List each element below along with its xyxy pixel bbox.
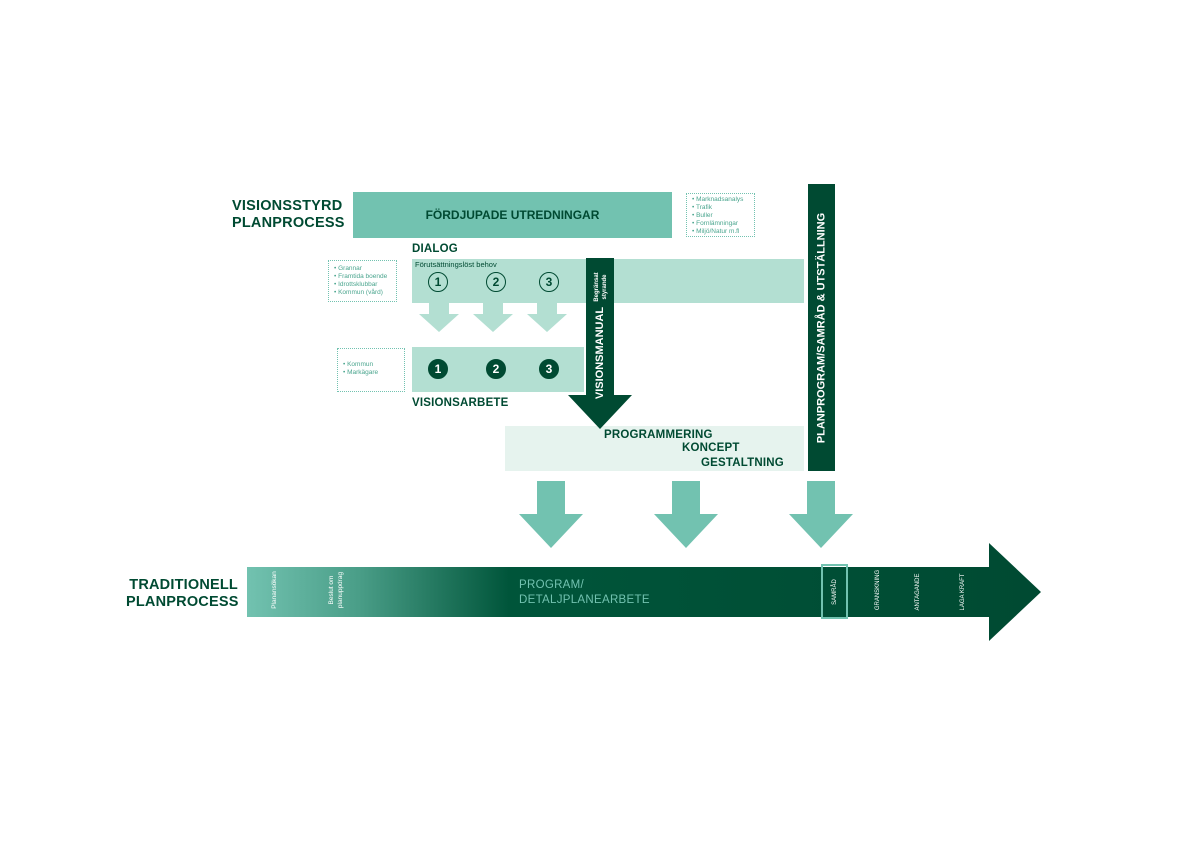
dialog-item: • Idrottsklubbar	[334, 281, 378, 288]
fordjupade-item: • Miljö/Natur m.fl	[692, 228, 740, 235]
granskning-label: GRANSKNING	[875, 569, 881, 611]
antagande-label: ANTAGANDE	[915, 573, 921, 611]
exchange-arrows	[419, 303, 567, 346]
fordjupade-utredningar-box: FÖRDJUPADE UTREDNINGAR	[353, 192, 672, 238]
gestaltning-label: GESTALTNING	[701, 457, 784, 469]
down-arrow	[527, 303, 567, 332]
visionsmanual-arrow	[568, 258, 632, 429]
dialog-sublabel: Förutsättningslöst behov	[415, 260, 497, 269]
visionsmanual-note: Begränsat styrande	[593, 266, 613, 308]
visionsarbete-item: • Markägare	[343, 369, 379, 376]
program-label: PROGRAM/ DETALJPLANEARBETE	[519, 578, 650, 608]
dialog-step-2: 2	[486, 272, 506, 292]
dialog-item: • Framtida boende	[334, 273, 388, 280]
down-arrow	[519, 481, 583, 548]
down-arrow	[789, 481, 853, 548]
fordjupade-item: • Fornlämningar	[692, 220, 739, 227]
traditional-title-line2: PLANPROCESS	[126, 594, 239, 611]
programmering-box	[505, 426, 804, 471]
beslut-line1: Beslut om	[328, 575, 335, 605]
vision-title-line2: PLANPROCESS	[232, 215, 345, 232]
timeline-arrow	[247, 543, 1041, 641]
dialog-item: • Kommun (vård)	[334, 289, 383, 296]
koncept-label: KONCEPT	[682, 442, 740, 454]
traditional-process-title: TRADITIONELL PLANPROCESS	[126, 577, 238, 612]
planansokan-label: Planansökan	[271, 571, 278, 609]
planprogram-label: PLANPROGRAM/SAMRÅD & UTSTÄLLNING	[815, 212, 828, 444]
visionsarbete-list: • Kommun • Markägare	[337, 348, 405, 392]
visionsarbete-label: VISIONSARBETE	[412, 397, 509, 409]
fordjupade-label: FÖRDJUPADE UTREDNINGAR	[425, 208, 600, 222]
beslut-line2: planuppdrag	[337, 571, 344, 609]
visionsarbete-item: • Kommun	[343, 361, 374, 368]
samrad-marker	[821, 564, 848, 619]
dialog-item: • Grannar	[334, 265, 362, 272]
fordjupade-item: • Marknadsanalys	[692, 196, 744, 203]
flow-arrows	[519, 481, 853, 548]
planprogram-bar	[808, 184, 835, 471]
vision-title-line1: VISIONSSTYRD	[232, 198, 343, 214]
up-arrow	[450, 313, 482, 346]
program-line2: DETALJPLANEARBETE	[519, 594, 650, 606]
vision-process-title: VISIONSSTYRD PLANPROCESS	[232, 198, 345, 233]
fordjupade-item: • Buller	[692, 212, 713, 219]
traditional-title-line1: TRADITIONELL	[129, 577, 238, 593]
dialog-step-1: 1	[428, 272, 448, 292]
visionsmanual-note-line2: styrande	[602, 274, 608, 300]
down-arrow	[419, 303, 459, 332]
dialog-list: • Grannar • Framtida boende • Idrottsklu…	[328, 260, 397, 302]
program-line1: PROGRAM/	[519, 579, 585, 591]
down-arrow	[654, 481, 718, 548]
visionsarbete-step-1: 1	[428, 359, 448, 379]
dialog-label: DIALOG	[412, 243, 458, 255]
up-arrow	[504, 313, 536, 346]
laga-kraft-label: LAGA KRAFT	[960, 573, 966, 611]
down-arrow	[473, 303, 513, 332]
fordjupade-list: • Marknadsanalys • Trafik • Buller • For…	[686, 193, 755, 237]
visionsarbete-step-2: 2	[486, 359, 506, 379]
visionsarbete-step-3: 3	[539, 359, 559, 379]
programmering-label: PROGRAMMERING	[604, 429, 713, 441]
dialog-step-3: 3	[539, 272, 559, 292]
visionsmanual-note-line1: Begränsat	[594, 272, 600, 302]
samrad-label: SAMRÅD	[832, 579, 838, 605]
visionsmanual-label: VISIONSMANUAL	[594, 306, 606, 400]
fordjupade-item: • Trafik	[692, 204, 712, 211]
beslut-label: Beslut om planuppdrag	[327, 567, 347, 613]
